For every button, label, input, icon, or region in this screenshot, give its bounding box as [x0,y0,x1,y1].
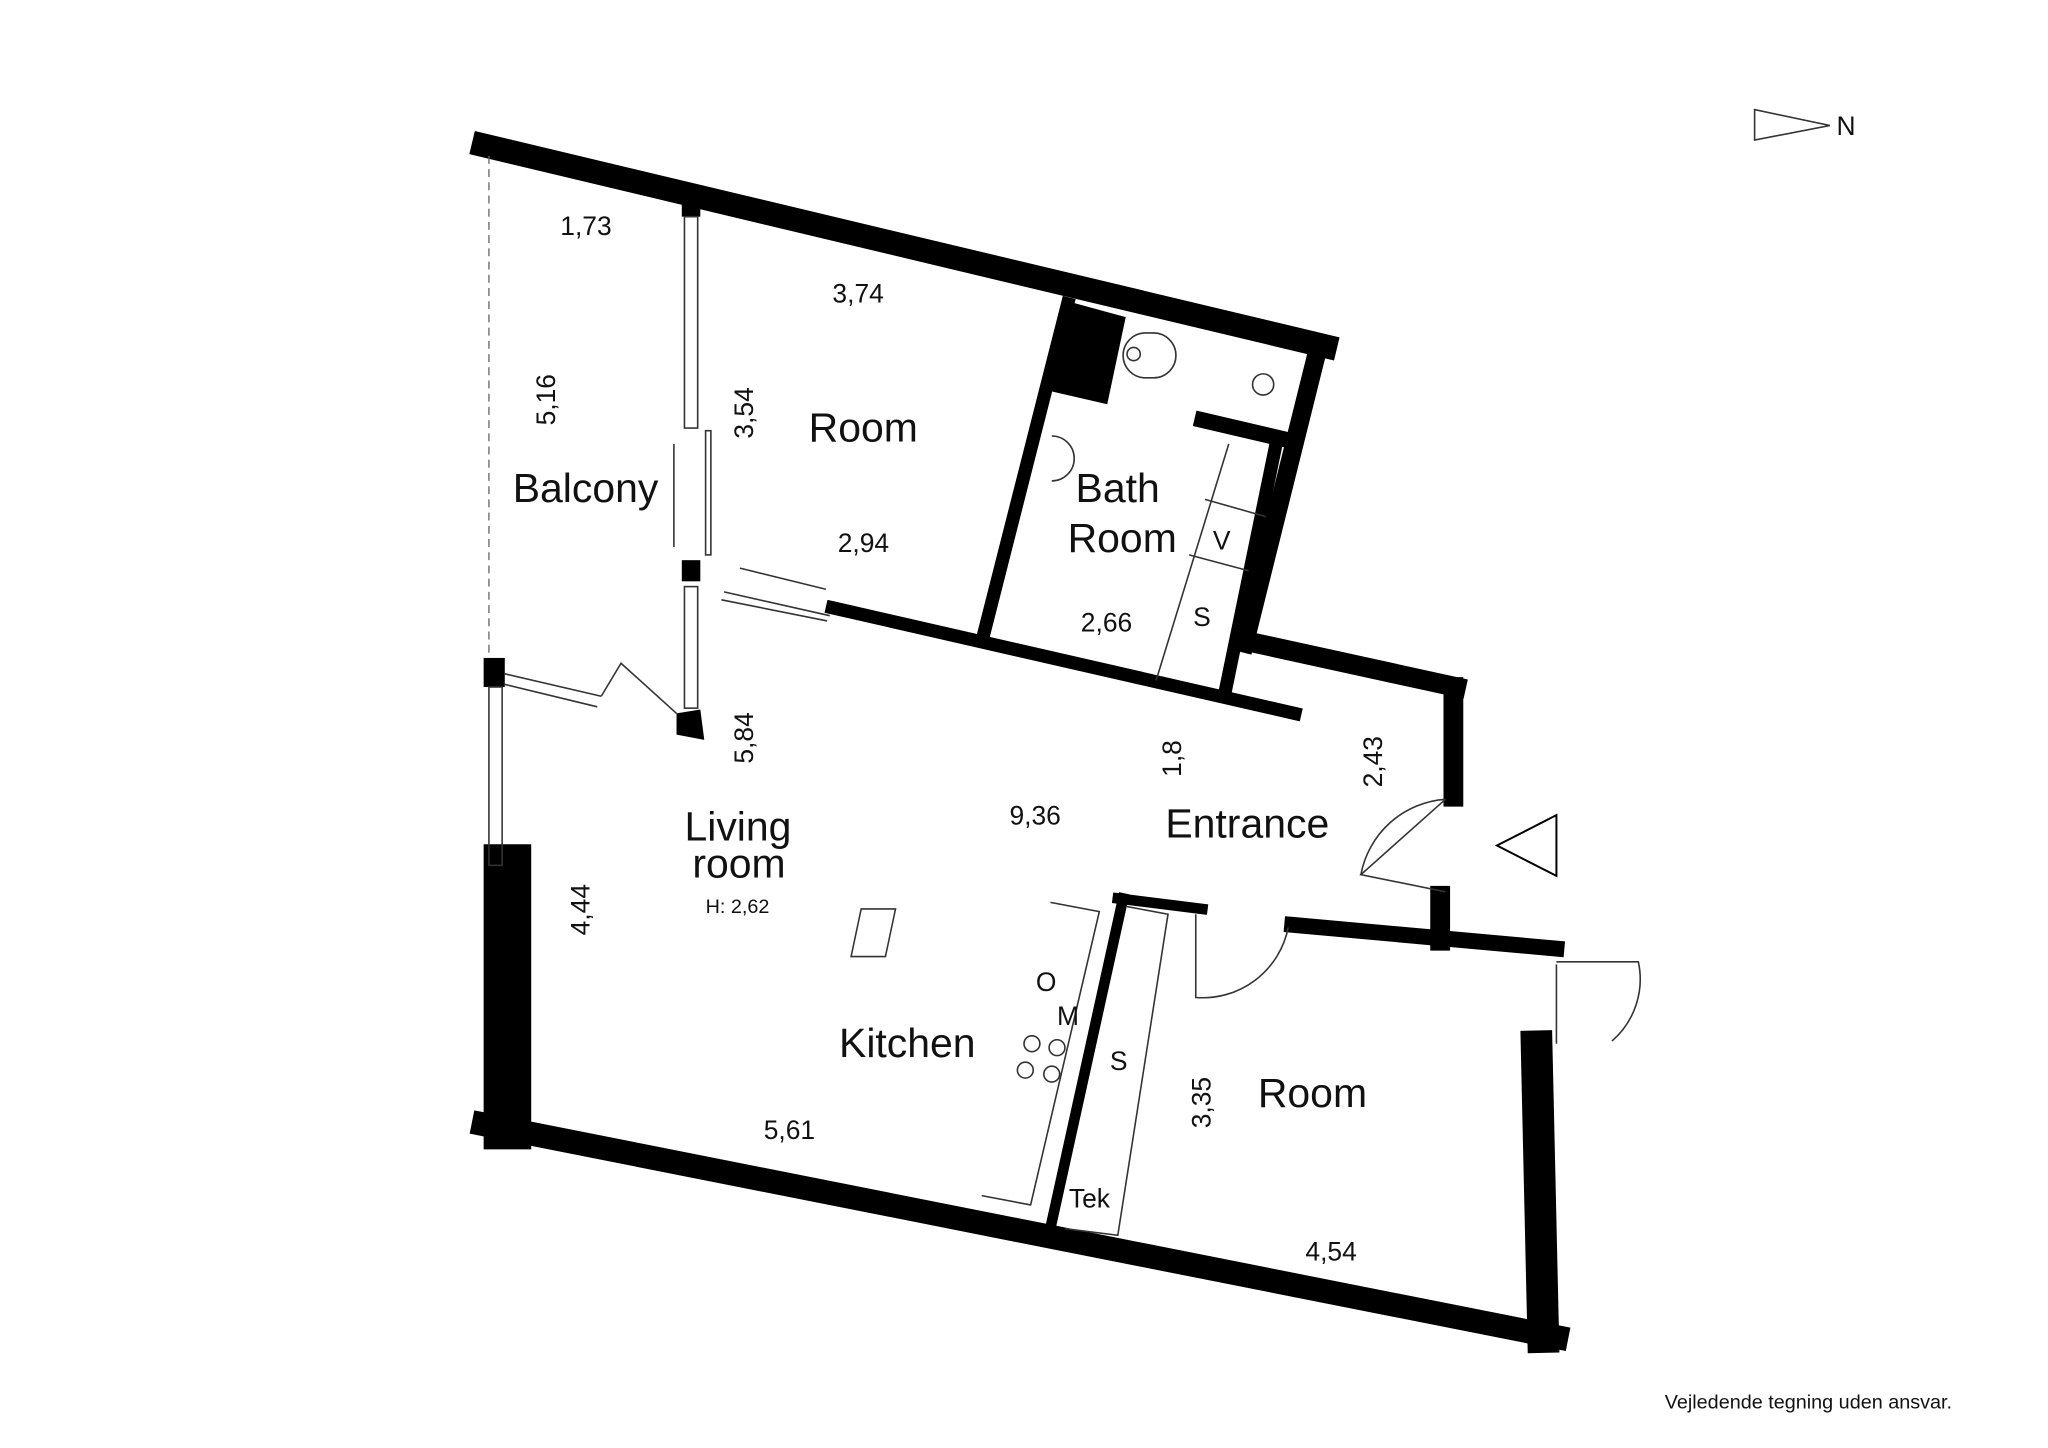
technical-room: Tek [1069,1184,1111,1214]
kitchen-microwave: M [1057,1001,1079,1031]
dim-living-bottom: 5,61 [764,1115,815,1145]
area-room-1: 3,74 [832,279,883,309]
windows [488,155,830,867]
kitchen-closet: S [1110,1046,1128,1076]
fixture-s: S [1193,602,1211,632]
room-label-living-1: Living [684,803,791,849]
room-label-kitchen: Kitchen [839,1020,976,1066]
area-bath: 2,66 [1081,608,1132,638]
ceiling-height: H: 2,62 [706,896,770,918]
north-arrow-icon [1753,108,1831,142]
north-label: N [1837,111,1856,141]
dim-room-2-side: 3,35 [1186,1077,1216,1128]
dim-entrance-2: 2,43 [1358,736,1388,787]
dim-room-1-bottom: 2,94 [838,528,889,558]
dim-balcony: 5,16 [531,374,561,425]
disclaimer: Vejledende tegning uden ansvar. [1665,1391,1952,1413]
kitchen-oven: O [1036,967,1057,997]
dim-entrance-1: 1,8 [1157,740,1187,777]
entry-arrow-icon [1494,813,1558,878]
dim-room-2-bottom: 4,54 [1305,1236,1356,1266]
fixture-v: V [1213,526,1231,556]
doors [1194,798,1641,1044]
room-label-bath-1: Bath [1076,465,1160,511]
dim-living-left: 4,44 [565,884,595,935]
room-label-room-1: Room [809,404,918,450]
room-label-room-2: Room [1258,1070,1367,1116]
bath-fixtures [1051,332,1275,681]
kitchen-fixtures [850,901,1169,1237]
area-balcony: 1,73 [560,211,611,241]
room-label-bath-2: Room [1068,515,1177,561]
walls [469,131,1571,1354]
room-label-living-2: room [692,840,785,886]
dim-living-side: 5,84 [729,712,759,763]
room-label-balcony: Balcony [513,465,659,511]
area-living: 9,36 [1009,800,1060,830]
room-label-entrance: Entrance [1165,801,1329,847]
dim-room-1-side: 3,54 [729,387,759,438]
